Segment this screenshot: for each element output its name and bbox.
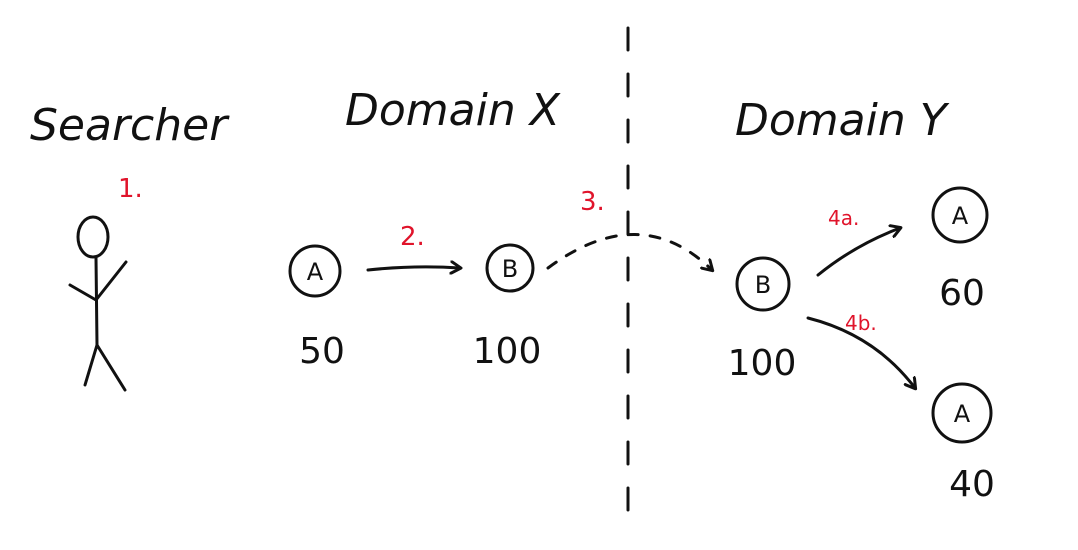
- node-y-b-letter: B: [755, 271, 771, 299]
- arrow-y-b-to-a-top: [816, 228, 900, 277]
- step-4a-label: 4a.: [828, 206, 859, 230]
- node-x-b: [485, 243, 535, 293]
- figure-head: [76, 215, 110, 259]
- node-y-a-bottom: [931, 382, 993, 444]
- figure-left-leg: [83, 343, 99, 387]
- figure-left-arm: [68, 283, 98, 302]
- searcher-figure: [68, 215, 128, 392]
- node-x-a-letter: A: [307, 258, 324, 286]
- figure-body: [94, 256, 99, 347]
- step-4b-label: 4b.: [845, 311, 877, 335]
- node-x-a: [288, 244, 342, 298]
- step-1-label: 1.: [118, 174, 143, 204]
- node-y-a-top-value: 60: [939, 273, 985, 314]
- step-2-label: 2.: [400, 222, 425, 252]
- node-x-b-letter: B: [502, 255, 518, 283]
- arrow-y-b-to-a-bottom: [806, 316, 915, 388]
- node-y-a-top-letter: A: [952, 202, 969, 230]
- domain-x-label: Domain X: [345, 85, 561, 136]
- node-y-b-value: 100: [728, 343, 797, 384]
- node-y-a-bottom-value: 40: [949, 464, 995, 505]
- figure-right-arm: [94, 260, 128, 302]
- figure-right-leg: [95, 343, 127, 392]
- node-x-a-value: 50: [299, 331, 345, 372]
- searcher-label: Searcher: [30, 100, 230, 151]
- node-y-a-top: [931, 186, 989, 244]
- step-3-label: 3.: [580, 187, 605, 217]
- arrow-x-a-to-b: [366, 267, 460, 270]
- arrow-x-b-to-y-b: [546, 233, 712, 270]
- domain-y-label: Domain Y: [735, 95, 950, 146]
- node-x-b-value: 100: [473, 331, 542, 372]
- node-y-b: [735, 256, 791, 312]
- node-y-a-bottom-letter: A: [954, 400, 971, 428]
